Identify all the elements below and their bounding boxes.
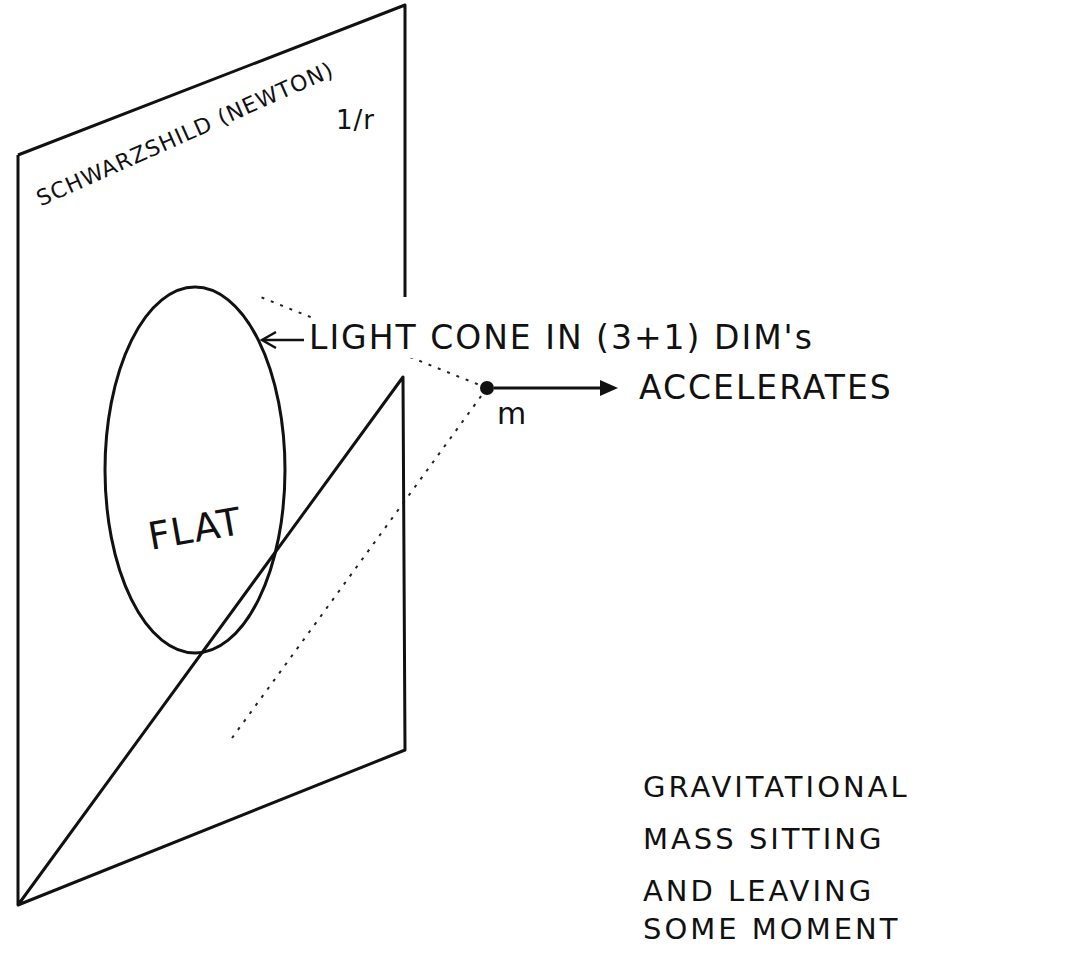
plane-label: SCHWARZSHILD (NEWTON): [33, 57, 338, 212]
note-line: AND LEAVING: [640, 874, 877, 909]
mass-dot: [480, 381, 494, 395]
motion-label: ACCELERATES: [636, 368, 896, 408]
note-line: GRAVITATIONAL: [640, 770, 913, 805]
light-cone-label: LIGHT CONE IN (3+1) DIM's: [306, 318, 817, 358]
ellipse-outline: [103, 285, 287, 655]
arrow-head: [600, 380, 618, 396]
spacetime-plane: SCHWARZSHILD (NEWTON)1/rFLAT: [18, 5, 405, 910]
mass-label: m: [494, 396, 529, 432]
flat-region: FLAT: [103, 285, 287, 655]
region-label: FLAT: [145, 499, 246, 560]
arrow-head: [262, 332, 276, 348]
acceleration-arrow: [494, 387, 612, 390]
note-line: SOME MOMENT: [640, 912, 903, 947]
light-cone-line: [232, 388, 487, 738]
plane-border: [18, 5, 405, 905]
ellipse-border: [105, 287, 285, 653]
plane-outline: [18, 5, 405, 910]
note-line: MASS SITTING: [640, 822, 888, 857]
leader-arrow: [264, 339, 304, 342]
potential-label: 1/r: [336, 105, 375, 136]
